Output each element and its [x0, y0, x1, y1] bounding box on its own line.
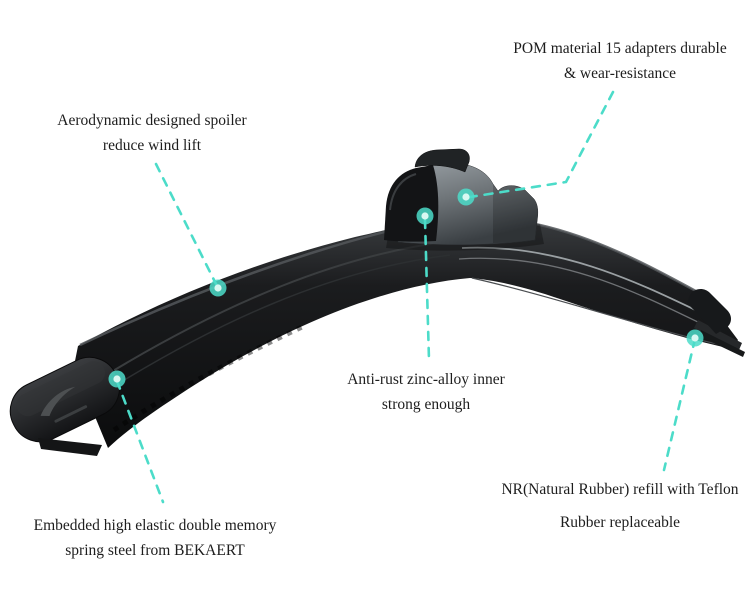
- annotation-line: Rubber replaceable: [559, 514, 681, 531]
- callout-line-pom: [468, 90, 615, 199]
- callout-line-zinc: [423, 218, 431, 362]
- wiper-blade: [9, 148, 745, 456]
- callout-lines: [115, 90, 697, 504]
- annotation-line: Anti-rust zinc-alloy inner: [347, 371, 505, 388]
- annotation-line: POM material 15 adapters durable: [513, 40, 727, 57]
- annotation-line: spring steel from BEKAERT: [65, 542, 245, 559]
- callout-dot-spring-core: [113, 375, 121, 383]
- annotation-line: & wear-resistance: [563, 65, 676, 82]
- tip-clip: [687, 289, 732, 334]
- end-cap-fin: [38, 438, 102, 456]
- adapter-clip-highlight: [389, 173, 417, 211]
- annotation-line: NR(Natural Rubber) refill with Teflon: [501, 481, 739, 498]
- callout-dots: [108, 188, 704, 388]
- rubber-refill-strip: [694, 320, 742, 350]
- annotation-line: Embedded high elastic double memory: [33, 517, 277, 534]
- annotation-aerodynamic-spoiler: Aerodynamic designed spoiler reduce wind…: [27, 108, 277, 158]
- annotation-pom-adapters: POM material 15 adapters durable & wear-…: [470, 36, 750, 86]
- callout-dot-spoiler-core: [214, 284, 222, 292]
- end-cap-wing-logo: [40, 386, 76, 416]
- callout-line-rubber: [662, 337, 697, 472]
- blade-vents: [112, 324, 304, 433]
- annotation-line: Aerodynamic designed spoiler: [57, 112, 247, 129]
- annotation-line: reduce wind lift: [102, 137, 202, 154]
- adapter-top-tab: [414, 148, 470, 173]
- spoiler-crease: [97, 240, 453, 381]
- callout-dot-rubber-core: [691, 334, 699, 342]
- annotation-rubber-refill: NR(Natural Rubber) refill with Teflon Ru…: [480, 477, 750, 535]
- annotation-line: strong enough: [381, 396, 471, 413]
- callout-dot-pom-core: [462, 193, 470, 201]
- annotation-zinc-alloy: Anti-rust zinc-alloy inner strong enough: [306, 367, 546, 417]
- blade-pinstripe-mid: [458, 257, 707, 327]
- callout-dot-zinc-core: [421, 212, 429, 220]
- adapter-body-shading: [493, 184, 538, 243]
- rubber-refill-strip-2: [699, 330, 745, 357]
- blade-beam: [74, 216, 738, 448]
- callout-line-spoiler: [154, 162, 220, 290]
- spoiler-crease-2: [91, 254, 451, 401]
- callout-line-spring: [115, 379, 165, 504]
- blade-pinstripe-light: [461, 246, 711, 318]
- end-cap: [9, 356, 121, 443]
- annotation-spring-steel: Embedded high elastic double memory spri…: [30, 513, 280, 563]
